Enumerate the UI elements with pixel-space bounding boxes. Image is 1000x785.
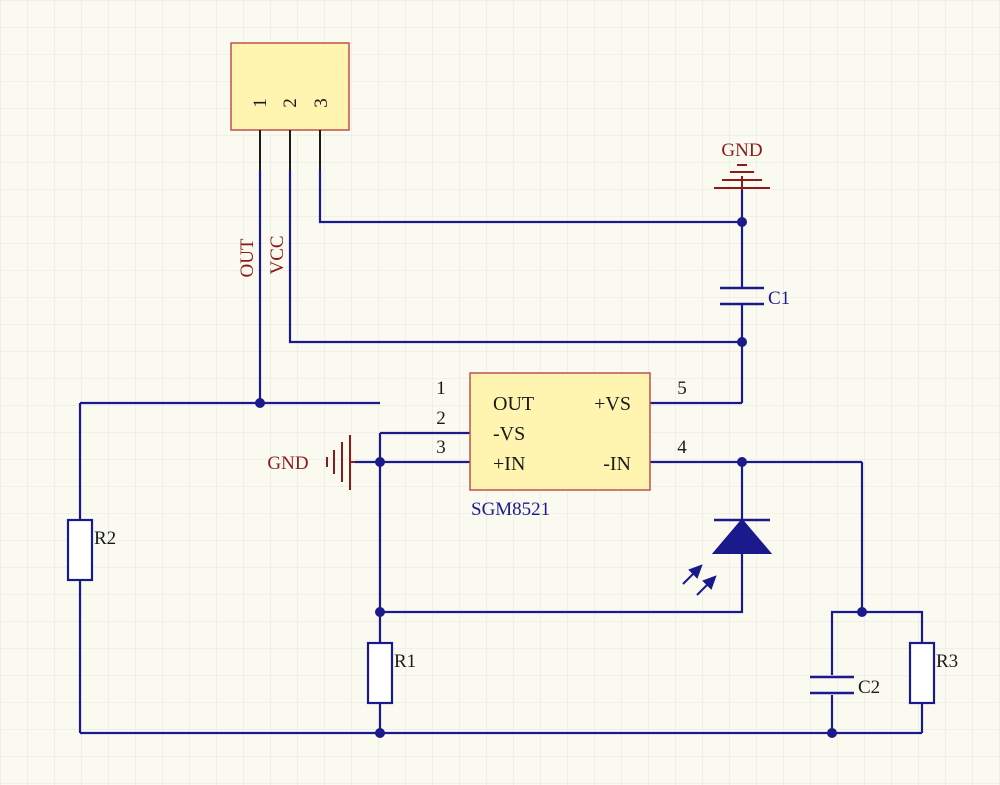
junction <box>255 398 265 408</box>
net-label-out: OUT <box>237 238 258 277</box>
capacitor-c2[interactable]: C2 <box>810 675 880 698</box>
connector-pin-3-label: 3 <box>311 98 332 108</box>
light-arrows-icon <box>682 564 717 596</box>
resistor-r3[interactable]: R3 <box>908 641 958 705</box>
opamp-pin-inn-name: -IN <box>603 453 631 475</box>
connector-pin-2-label: 2 <box>280 98 301 108</box>
wire-diode-anode <box>380 553 744 614</box>
connector[interactable]: 1 2 3 <box>230 42 350 170</box>
wires <box>78 170 924 735</box>
c2-designator: C2 <box>858 677 880 698</box>
junction <box>737 457 747 467</box>
opamp-part-number: SGM8521 <box>471 499 550 520</box>
connector-body <box>230 42 350 131</box>
wire-pin3-to-gnd <box>318 170 742 224</box>
opamp-pin-number-5: 5 <box>677 378 687 399</box>
opamp-pin-posvs-name: +VS <box>594 393 631 415</box>
gnd-symbol-top[interactable]: GND <box>714 140 770 190</box>
junction <box>375 728 385 738</box>
opamp-body <box>469 372 651 491</box>
junction <box>857 607 867 617</box>
opamp-pin-number-3: 3 <box>436 437 446 458</box>
gnd-symbol-left[interactable]: GND <box>267 435 355 490</box>
opamp-pin-negvs-name: -VS <box>493 423 525 445</box>
resistor-body <box>908 641 936 705</box>
wire-pin2-vcc <box>288 170 742 344</box>
resistor-r2[interactable]: R2 <box>66 518 116 582</box>
r1-designator: R1 <box>394 651 416 672</box>
opamp-pin-number-1: 1 <box>436 378 446 399</box>
opamp-pin-inp-name: +IN <box>493 453 525 475</box>
photodiode[interactable] <box>682 518 773 596</box>
junction <box>827 728 837 738</box>
r3-designator: R3 <box>936 651 958 672</box>
gnd-label-top: GND <box>721 140 762 161</box>
gnd-label-left: GND <box>267 453 308 474</box>
opamp-pin-number-4: 4 <box>677 437 687 458</box>
opamp-pin-number-2: 2 <box>436 408 446 429</box>
junction <box>375 457 385 467</box>
capacitor-c1[interactable]: C1 <box>720 286 790 309</box>
junction <box>737 337 747 347</box>
opamp[interactable]: OUT -VS +IN +VS -IN SGM8521 1 2 3 4 5 <box>436 372 687 520</box>
junction <box>737 217 747 227</box>
photodiode-triangle <box>711 518 773 554</box>
junctions <box>255 217 867 738</box>
resistor-body <box>66 518 94 582</box>
junction <box>375 607 385 617</box>
c1-designator: C1 <box>768 288 790 309</box>
opamp-pin-out-name: OUT <box>493 393 534 415</box>
r2-designator: R2 <box>94 528 116 549</box>
wire-c2-r3-top <box>830 610 924 675</box>
resistor-r1[interactable]: R1 <box>366 641 416 705</box>
connector-pin-1-label: 1 <box>250 98 271 108</box>
resistor-body <box>366 641 394 705</box>
net-label-vcc: VCC <box>267 235 288 274</box>
